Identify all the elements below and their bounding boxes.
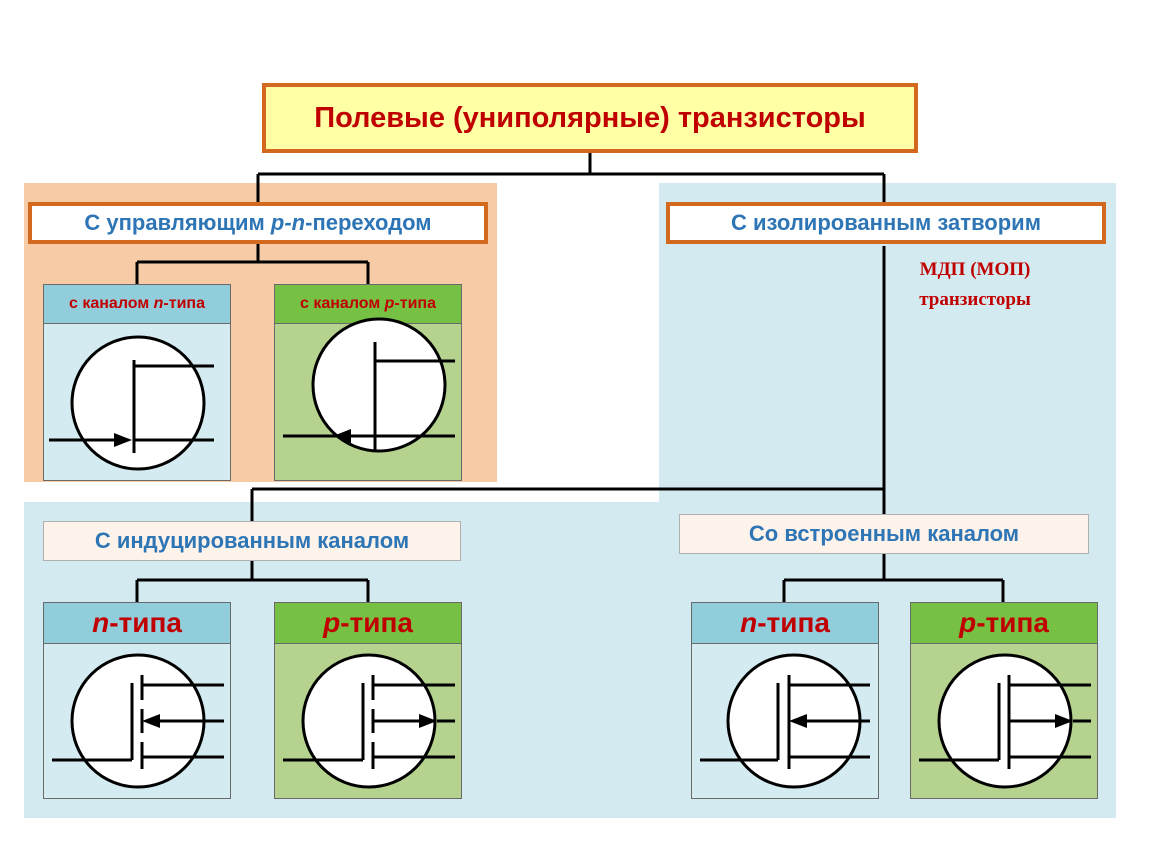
induced-n-card: n-типа	[43, 602, 231, 799]
jfet-p-channel-symbol	[283, 317, 455, 453]
mdp-note-line2: транзисторы	[919, 289, 1031, 310]
jfet-n-card: с каналом n-типа	[43, 284, 231, 481]
card-header-prefix: с каналом	[69, 295, 154, 312]
main-title: Полевые (униполярные) транзисторы	[262, 83, 918, 153]
card-header-italic: n	[740, 607, 758, 638]
card-header-italic: n	[92, 607, 110, 638]
mosfet-depletion-p-symbol	[919, 653, 1091, 789]
mosfet-enhancement-n-symbol	[52, 653, 224, 789]
jfet-n-header: с каналом n-типа	[44, 285, 230, 324]
builtin-p-header: p-типа	[911, 603, 1097, 644]
card-header-suffix: -типа	[757, 607, 830, 638]
card-header-italic: p	[959, 607, 977, 638]
card-header-suffix: -типа	[163, 295, 205, 312]
card-header-italic: p	[323, 607, 341, 638]
card-header-suffix: -типа	[394, 295, 436, 312]
jfet-p-card: с каналом р-типа	[274, 284, 462, 481]
jfet-n-channel-symbol	[49, 335, 214, 471]
card-header-italic: р	[384, 295, 395, 312]
pn-label-italic: р-n	[270, 210, 306, 235]
mdp-note: МДП (МОП) транзисторы	[880, 257, 1070, 313]
pn-label-before: С управляющим	[84, 210, 271, 235]
builtin-n-card: n-типа	[691, 602, 879, 799]
mosfet-enhancement-p-symbol	[283, 653, 455, 789]
induced-p-card: p-типа	[274, 602, 462, 799]
card-header-suffix: -типа	[340, 607, 413, 638]
jfet-p-header: с каналом р-типа	[275, 285, 461, 324]
card-header-suffix: -типа	[109, 607, 182, 638]
mosfet-depletion-n-symbol	[700, 653, 870, 789]
card-header-suffix: -типа	[976, 607, 1049, 638]
pn-junction-box: С управляющим р-n-переходом	[28, 202, 488, 244]
insulated-gate-box: С изолированным затворим	[666, 202, 1106, 244]
induced-n-header: n-типа	[44, 603, 230, 644]
card-header-prefix: с каналом	[300, 295, 385, 312]
builtin-p-card: p-типа	[910, 602, 1098, 799]
builtin-n-header: n-типа	[692, 603, 878, 644]
built-in-channel-box: Со встроенным каналом	[679, 514, 1089, 554]
pn-label-after: -переходом	[305, 210, 432, 235]
induced-p-header: p-типа	[275, 603, 461, 644]
induced-channel-box: С индуцированным каналом	[43, 521, 461, 561]
mdp-note-line1: МДП (МОП)	[919, 259, 1031, 280]
card-header-italic: n	[153, 295, 164, 312]
